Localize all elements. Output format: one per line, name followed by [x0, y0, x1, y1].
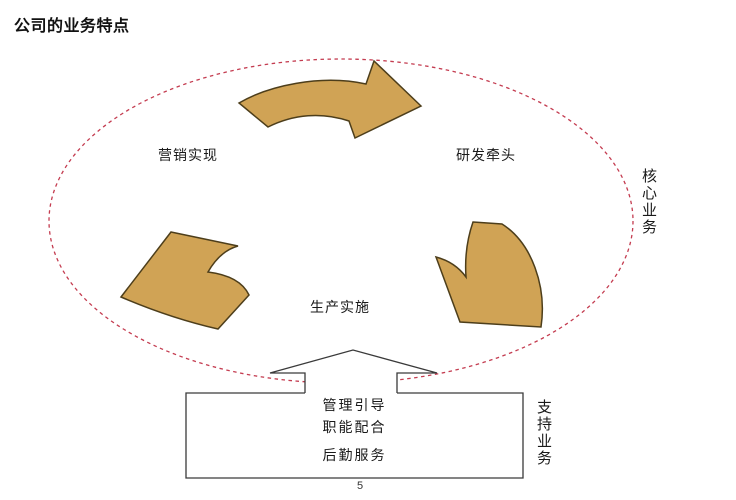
support-item-logistics: 后勤服务: [322, 447, 387, 463]
node-label-rnd: 研发牵头: [456, 147, 516, 163]
region-label-support-business: 支持业务: [535, 399, 552, 467]
region-label-core-business: 核心业务: [640, 168, 657, 236]
node-label-production: 生产实施: [310, 299, 370, 315]
page-number: 5: [356, 480, 364, 492]
page-title: 公司的业务特点: [14, 18, 130, 35]
support-item-management: 管理引导: [322, 397, 387, 413]
support-box-outline: [185, 392, 524, 479]
cycle-arrow-left: [119, 231, 250, 330]
cycle-arrow-right: [434, 221, 544, 328]
support-item-function: 职能配合: [322, 419, 387, 435]
core-business-ellipse: [48, 58, 634, 384]
node-label-marketing: 营销实现: [158, 147, 218, 163]
cycle-arrow-top: [237, 59, 423, 140]
support-up-arrow: [269, 349, 438, 393]
